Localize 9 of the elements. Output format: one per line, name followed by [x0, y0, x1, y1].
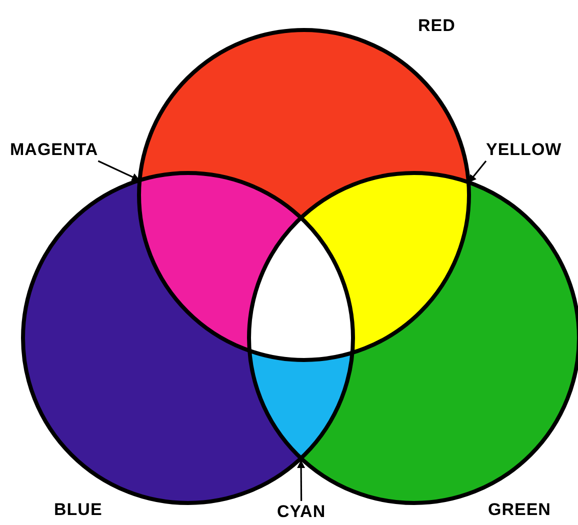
circle-label: GREEN — [488, 500, 551, 520]
circle-label: BLUE — [54, 500, 102, 520]
region-label: CYAN — [277, 502, 326, 522]
region-label: YELLOW — [486, 140, 562, 160]
circle-label: RED — [418, 16, 456, 36]
leader-arrow — [297, 460, 306, 501]
region-label: MAGENTA — [10, 140, 98, 160]
leader-arrow — [468, 160, 487, 183]
leader-arrow — [98, 160, 140, 181]
